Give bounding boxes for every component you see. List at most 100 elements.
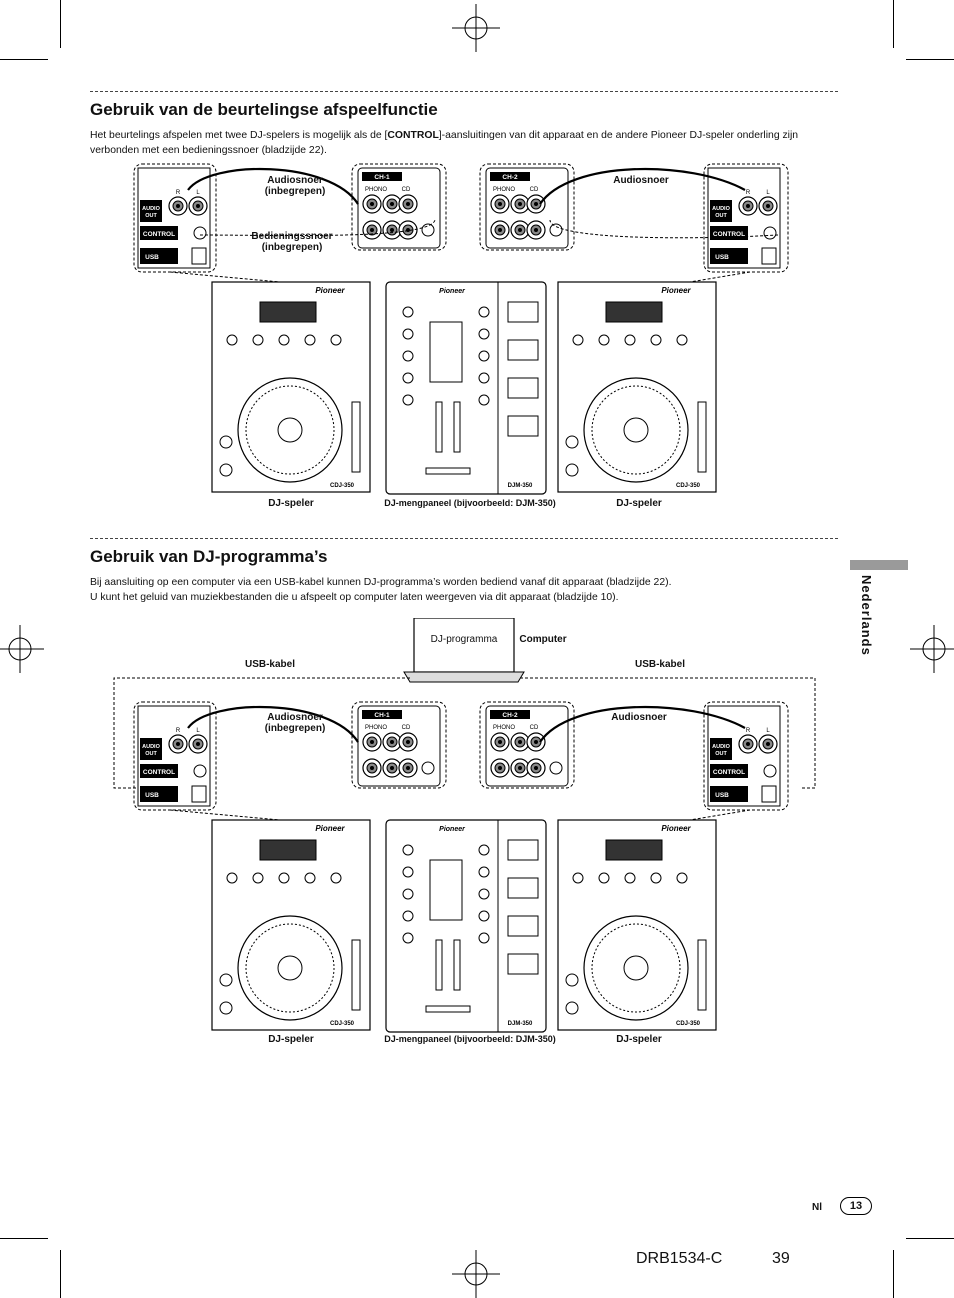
crossfader (425, 1005, 471, 1013)
control-jack (421, 223, 435, 237)
jog-dial-ring (591, 385, 681, 475)
usb-label: USB (145, 254, 159, 261)
channel-label: CH-2 (502, 174, 518, 181)
channel-tag (362, 172, 402, 181)
audio-jack-l (766, 742, 770, 746)
audio-jack-r (746, 204, 750, 208)
callout-mixer-ch2 (479, 163, 575, 251)
jog-dial-center (623, 955, 649, 981)
callout-mixer-ch1 (351, 163, 447, 251)
mixer-knob (478, 910, 490, 922)
label-audiosnoer: Audiosnoer (613, 175, 669, 186)
label-mixer: DJ-mengpaneel (bijvoorbeeld: DJM-350) (384, 1034, 556, 1044)
crop-mark (893, 1250, 894, 1298)
effect-button (507, 339, 539, 361)
section-body: Het beurtelings afspelen met twee DJ-spe… (90, 128, 838, 158)
usb-tag (710, 786, 748, 802)
tempo-slider (351, 401, 361, 473)
mixer-jack (534, 202, 538, 206)
audio-out-label: OUT (145, 751, 157, 757)
audio-out-tag (140, 200, 162, 222)
model-label: CDJ-350 (330, 1021, 355, 1027)
channel-fader (435, 939, 443, 991)
mixer-jack (390, 740, 394, 744)
jack-label: R (746, 190, 751, 196)
label-audiosnoer: Audiosnoer (611, 712, 667, 723)
mixer-jack (498, 228, 502, 232)
mixer-jack (390, 766, 394, 770)
mixer-jack (370, 766, 374, 770)
mixer-body (385, 281, 547, 495)
model-label: CDJ-350 (676, 483, 701, 489)
mixer-knob (402, 328, 414, 340)
audio-jack-r (176, 742, 180, 746)
mixer-knob (402, 888, 414, 900)
player-button (304, 872, 316, 884)
control-tag (140, 764, 178, 778)
audio-out-label: AUDIO (712, 206, 730, 212)
effect-button (507, 839, 539, 861)
usb-tag (140, 248, 178, 264)
channel-label: CH-1 (374, 174, 390, 181)
mixer-knob (402, 866, 414, 878)
jog-dial-ring (245, 385, 335, 475)
usb-port (191, 785, 207, 803)
cue-button (219, 973, 233, 987)
audio-out-tag (140, 738, 162, 760)
player-button (598, 872, 610, 884)
mixer-knob (478, 932, 490, 944)
mixer-jack (406, 202, 410, 206)
usb-tag (710, 248, 748, 264)
audio-cable (539, 167, 746, 205)
phono-label: PHONO (365, 187, 387, 193)
mixer-knob (478, 306, 490, 318)
section-body: Bij aansluiting op een computer via een … (90, 575, 838, 605)
mixer-knob (478, 888, 490, 900)
document-code: DRB1534-C (636, 1250, 723, 1267)
mixer-knob (478, 328, 490, 340)
jack-label: R (746, 728, 751, 734)
tempo-slider (351, 939, 361, 1011)
mixer-jack (534, 740, 538, 744)
crop-mark (60, 1250, 61, 1298)
audio-cable (187, 705, 359, 743)
sheet-number: 39 (772, 1250, 790, 1267)
phono-label: PHONO (493, 187, 515, 193)
mixer-jack (534, 228, 538, 232)
player-button (252, 872, 264, 884)
mixer-jack (370, 740, 374, 744)
label-computer: Computer (519, 634, 567, 645)
model-label: CDJ-350 (330, 483, 355, 489)
label-dj-speler: DJ-speler (616, 1034, 662, 1045)
audio-jack-r (176, 204, 180, 208)
mixer-jack (406, 766, 410, 770)
audio-out-label: AUDIO (712, 744, 730, 750)
control-jack (193, 226, 207, 240)
mixer-jack (370, 202, 374, 206)
mixer-jack (498, 202, 502, 206)
mixer-knob (402, 932, 414, 944)
usb-port (191, 247, 207, 265)
channel-fader (453, 401, 461, 453)
cd-label: CD (402, 187, 411, 193)
cue-button (565, 435, 579, 449)
crop-mark (906, 59, 954, 60)
audio-out-tag (710, 738, 732, 760)
body-line: Bij aansluiting op een computer via een … (90, 577, 672, 588)
mixer-jack (498, 766, 502, 770)
cue-button (565, 973, 579, 987)
player-button (252, 334, 264, 346)
mixer-jack (370, 228, 374, 232)
channel-tag (490, 710, 530, 719)
pioneer-logo: Pioneer (661, 824, 691, 833)
jog-dial-center (277, 417, 303, 443)
audio-out-tag (710, 200, 732, 222)
jog-dial-center (277, 955, 303, 981)
label-usb-kabel: USB-kabel (244, 659, 295, 670)
control-tag (140, 226, 178, 240)
